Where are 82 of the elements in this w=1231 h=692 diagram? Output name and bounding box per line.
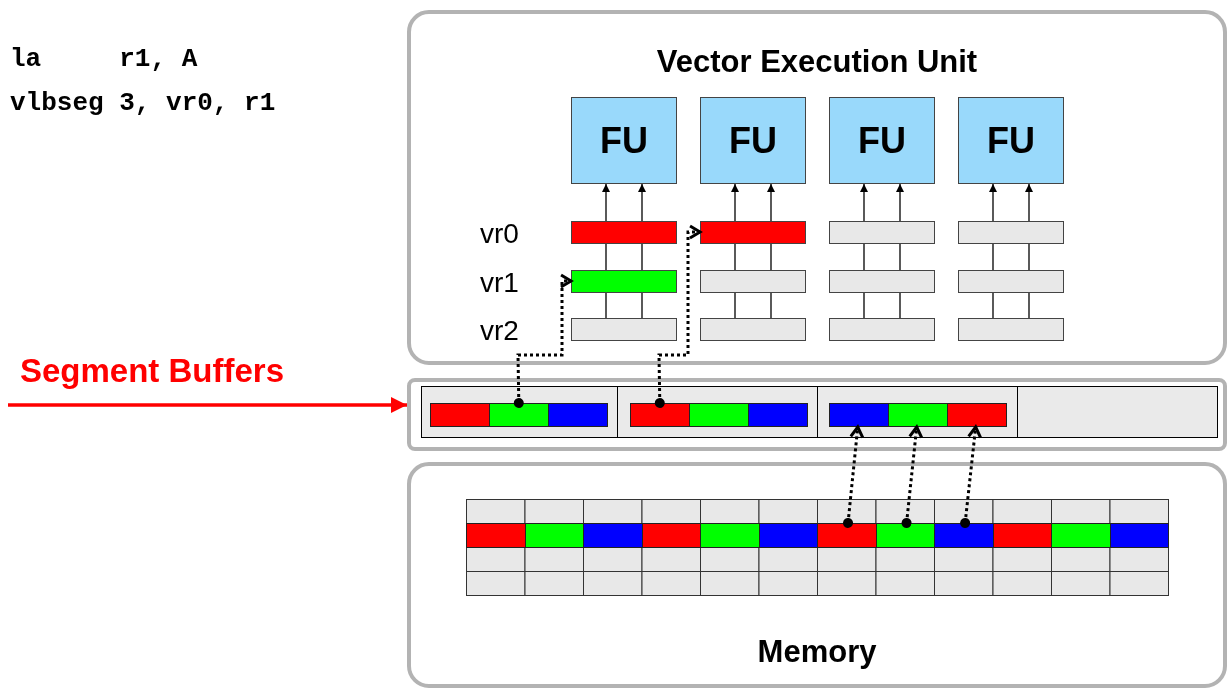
memory-cell [1051, 523, 1111, 548]
arrow [731, 183, 739, 222]
functional-unit-box: FU [829, 97, 935, 184]
arrow [1025, 183, 1033, 222]
register-bar [958, 270, 1064, 293]
arrow [860, 183, 868, 222]
connector-line [1028, 243, 1030, 271]
functional-unit-box: FU [571, 97, 677, 184]
register-bar [700, 270, 806, 293]
dotted-arrow [960, 425, 983, 528]
register-bar [700, 318, 806, 341]
buffer-cell [888, 403, 948, 427]
buffer-cell [489, 403, 549, 427]
connector-line [863, 243, 865, 271]
memory-panel [407, 462, 1227, 688]
register-bar [571, 221, 677, 244]
register-bar [829, 318, 935, 341]
connector-line [641, 292, 643, 319]
arrow [8, 397, 407, 413]
arrow [767, 183, 775, 222]
memory-cell [934, 523, 994, 548]
memory-cell [1109, 523, 1169, 548]
register-label: vr0 [480, 218, 519, 250]
connector-line [992, 292, 994, 319]
memory-cell [466, 523, 526, 548]
register-label: vr2 [480, 315, 519, 347]
memory-cell [992, 523, 1052, 548]
connector-line [899, 243, 901, 271]
connector-line [734, 292, 736, 319]
connector-line [641, 243, 643, 271]
buffer-cell [748, 403, 808, 427]
register-bar [829, 221, 935, 244]
buffer-cell [630, 403, 690, 427]
connector-line [899, 292, 901, 319]
register-bar [958, 221, 1064, 244]
memory-cell [817, 523, 877, 548]
connector-line [863, 292, 865, 319]
code-line: vlbseg 3, vr0, r1 [10, 88, 276, 118]
buffer-slot [617, 386, 818, 438]
buffer-slot [1017, 386, 1218, 438]
arrow [989, 183, 997, 222]
buffer-cell [689, 403, 749, 427]
connector-line [734, 243, 736, 271]
dotted-arrow [513, 273, 573, 408]
execution-unit-panel [407, 10, 1227, 365]
buffer-slot [421, 386, 618, 438]
register-bar [829, 270, 935, 293]
connector-line [770, 243, 772, 271]
functional-unit-box: FU [700, 97, 806, 184]
callout-label: Segment Buffers [20, 352, 285, 390]
buffer-cell [430, 403, 490, 427]
connector-line [1028, 292, 1030, 319]
memory-cell [583, 523, 643, 548]
buffer-slot [817, 386, 1018, 438]
register-bar [571, 318, 677, 341]
arrow [638, 183, 646, 222]
code-line: la r1, A [10, 44, 198, 74]
connector-line [605, 292, 607, 319]
memory-cell [524, 523, 584, 548]
memory-cell [875, 523, 935, 548]
register-bar [571, 270, 677, 293]
register-label: vr1 [480, 267, 519, 299]
buffer-cell [947, 403, 1007, 427]
connector-line [992, 243, 994, 271]
dotted-arrow [901, 425, 924, 528]
panel-title: Memory [757, 634, 877, 670]
dotted-arrow [654, 224, 702, 408]
arrow [602, 183, 610, 222]
buffer-cell [829, 403, 889, 427]
functional-unit-box: FU [958, 97, 1064, 184]
register-bar [958, 318, 1064, 341]
memory-cell [700, 523, 760, 548]
panel-title: Vector Execution Unit [656, 44, 978, 80]
buffer-cell [548, 403, 608, 427]
connector-line [770, 292, 772, 319]
memory-cell [758, 523, 818, 548]
connector-line [605, 243, 607, 271]
memory-cell [641, 523, 701, 548]
register-bar [700, 221, 806, 244]
segment-buffer-panel [407, 378, 1227, 451]
arrow [896, 183, 904, 222]
dotted-arrow [843, 425, 865, 528]
